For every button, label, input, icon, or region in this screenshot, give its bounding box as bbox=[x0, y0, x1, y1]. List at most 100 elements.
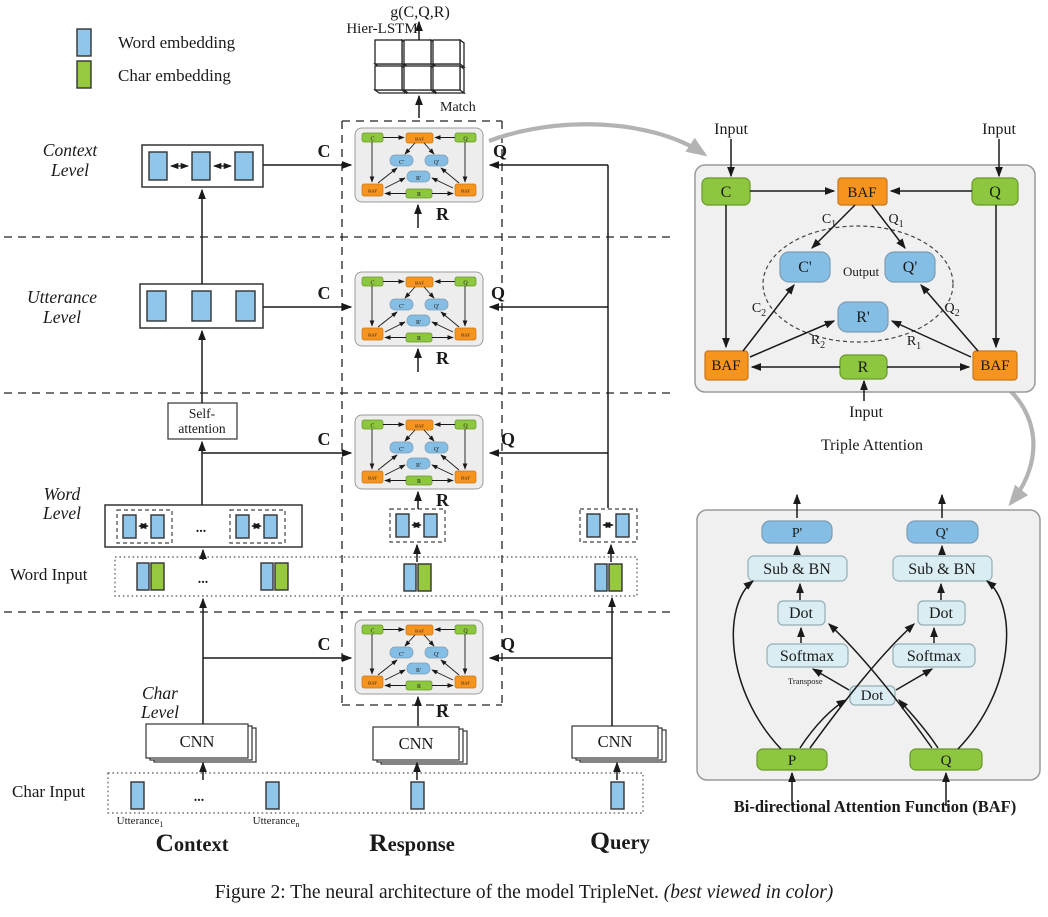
baf-p-label: P bbox=[788, 753, 796, 769]
c-label-context: C bbox=[318, 141, 331, 161]
legend-char-label: Char embedding bbox=[118, 66, 231, 85]
legend-word-label: Word embedding bbox=[118, 33, 236, 52]
char-input-row: ... Utterance1 Utterancen bbox=[107, 772, 644, 829]
cnn-query-front bbox=[571, 725, 659, 759]
response-word-gru bbox=[389, 508, 446, 543]
baf-q-out-label: Q' bbox=[936, 526, 949, 541]
q-label-utterance: Q bbox=[491, 283, 505, 303]
ta-r-label: R bbox=[858, 359, 869, 376]
r-label-char: R bbox=[436, 701, 450, 721]
char-input-box bbox=[107, 772, 644, 814]
ta-output-ellipse bbox=[762, 225, 954, 343]
cqr-labels: C C C C Q Q Q Q R R R R bbox=[318, 141, 516, 721]
ta-q-out-label: Q' bbox=[903, 259, 918, 276]
baf-dot-right-box bbox=[917, 600, 966, 626]
flow-arrows bbox=[198, 161, 621, 780]
word-input-label: Word Input bbox=[10, 565, 88, 584]
baf-title: Bi-directional Attention Function (BAF) bbox=[734, 797, 1016, 816]
hier-lstm-label: Hier-LSTM bbox=[346, 21, 417, 37]
wi-ellipsis: ... bbox=[198, 572, 209, 587]
baf-softmax-left-box bbox=[766, 643, 849, 668]
legend-word-swatch bbox=[76, 28, 92, 57]
utterance-n-label: Utterancen bbox=[253, 815, 300, 829]
cube-row-1 bbox=[373, 38, 466, 69]
word-ellipsis: ... bbox=[196, 521, 207, 536]
r-label-utterance: R bbox=[436, 348, 450, 368]
utterance-embed-1 bbox=[146, 290, 167, 322]
baf-softmax-left-label: Softmax bbox=[780, 648, 834, 665]
cnn-response-front bbox=[372, 726, 460, 761]
baf-p-out-box bbox=[761, 520, 833, 544]
word-gru-1 bbox=[116, 509, 173, 544]
ta-r-out-box bbox=[837, 301, 889, 333]
mini-block-char bbox=[355, 620, 483, 694]
baf-subbn-right-box bbox=[892, 555, 993, 582]
ci-ellipsis: ... bbox=[194, 790, 205, 805]
context-embed-3 bbox=[234, 151, 254, 181]
baf-arrows bbox=[732, 544, 1008, 806]
dashed-separators bbox=[4, 120, 672, 706]
ta-baf-right-label: BAF bbox=[980, 358, 1009, 374]
char-level-line1: Char bbox=[142, 683, 178, 703]
ta-input-q-label: Input bbox=[982, 121, 1016, 138]
c-label-char: C bbox=[318, 634, 331, 654]
query-word-encoder bbox=[579, 508, 638, 543]
ta-baf-top-label: BAF bbox=[847, 185, 876, 201]
response-word-embed-b bbox=[423, 513, 438, 538]
wi-query-green bbox=[608, 563, 623, 592]
wi-context-blue-2 bbox=[260, 562, 274, 591]
baf-p-box bbox=[756, 748, 828, 771]
c-label-word: C bbox=[318, 429, 331, 449]
word-embed-2b bbox=[263, 514, 278, 539]
word-embed-1a bbox=[122, 514, 137, 539]
baf-q-box bbox=[909, 748, 983, 771]
cnn-query: CNN bbox=[571, 725, 667, 763]
cube-row-2 bbox=[373, 64, 466, 95]
wi-response-green bbox=[417, 563, 432, 592]
ci-context-n bbox=[265, 781, 280, 810]
baf-softmax-right-box bbox=[892, 643, 976, 668]
baf-q-out-box bbox=[906, 520, 979, 544]
r-label-word: R bbox=[436, 490, 450, 510]
triple-attention-panel: Input Input Input C BAF Q C' Q' Output R… bbox=[694, 121, 1036, 454]
wi-context-green-2 bbox=[274, 562, 289, 591]
word-input-box bbox=[114, 556, 638, 597]
cnn-response: CNN bbox=[372, 726, 468, 765]
ci-context-1 bbox=[130, 781, 145, 810]
ta-c2-label: C2 bbox=[752, 301, 766, 319]
baf-panel-bg bbox=[696, 509, 1041, 781]
word-input-row: ... bbox=[114, 556, 638, 597]
ta-baf-top-box bbox=[837, 177, 888, 206]
ta-c1-label: C1 bbox=[822, 212, 836, 230]
context-word: Context bbox=[155, 828, 228, 857]
match-label: Match bbox=[440, 100, 476, 115]
char-level-line2: Level bbox=[140, 702, 179, 722]
ta-input-r-label: Input bbox=[849, 404, 883, 421]
cnn-query-label: CNN bbox=[598, 732, 633, 751]
word-encoder: ... bbox=[104, 504, 303, 548]
ta-c-out-box bbox=[779, 251, 831, 283]
context-embed-2 bbox=[191, 151, 211, 181]
baf-dot-right-label: Dot bbox=[929, 605, 954, 622]
ta-q-out-box bbox=[884, 251, 936, 283]
level-labels: Context Level Utterance Level Word Level… bbox=[10, 140, 179, 801]
context-encoder bbox=[141, 144, 264, 188]
word-level-line1: Word bbox=[44, 484, 81, 504]
utterance-embed-2 bbox=[191, 290, 212, 322]
query-word-embed-a bbox=[586, 513, 601, 538]
self-attention-line2: attention bbox=[178, 421, 225, 436]
utterance-level-line2: Level bbox=[42, 307, 81, 327]
wi-context-blue-1 bbox=[136, 562, 150, 591]
r-label-context: R bbox=[436, 204, 450, 224]
word-embed-1b bbox=[150, 514, 165, 539]
mini-block-utterance bbox=[355, 272, 483, 346]
hier-lstm-grid bbox=[373, 38, 466, 95]
ta-edge-labels: C1 Q1 C2 Q2 R2 R1 bbox=[752, 212, 960, 352]
response-word: Response bbox=[369, 828, 455, 857]
baf-subbn-left-box bbox=[747, 555, 848, 582]
query-word-gru bbox=[579, 508, 638, 543]
baf-panel: P' Q' Sub & BN Sub & BN Dot Dot Softmax … bbox=[696, 493, 1041, 816]
self-attention: Self- attention bbox=[167, 402, 238, 440]
word-level-line2: Level bbox=[42, 503, 81, 523]
ta-output-label: Output bbox=[843, 264, 880, 279]
